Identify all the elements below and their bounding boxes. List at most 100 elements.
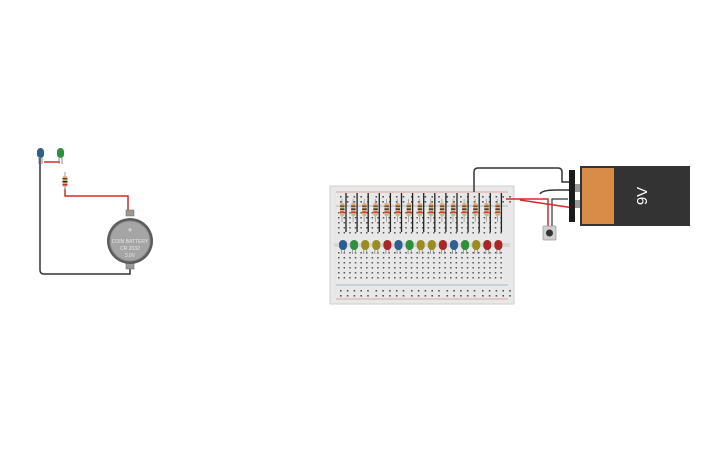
terminal-hole[interactable] (338, 232, 340, 234)
terminal-hole[interactable] (366, 232, 368, 234)
terminal-hole[interactable] (494, 267, 497, 269)
terminal-hole[interactable] (438, 222, 441, 224)
terminal-hole[interactable] (360, 252, 362, 254)
terminal-hole[interactable] (410, 227, 413, 229)
push-button[interactable] (542, 225, 557, 241)
terminal-hole[interactable] (349, 267, 351, 269)
terminal-hole[interactable] (388, 277, 390, 279)
terminal-hole[interactable] (399, 277, 402, 279)
rail-hole[interactable] (402, 290, 405, 292)
rail-hole[interactable] (411, 295, 413, 297)
breadboard-led[interactable] (372, 240, 381, 254)
terminal-hole[interactable] (377, 232, 379, 234)
terminal-hole[interactable] (399, 227, 402, 229)
rail-hole[interactable] (340, 295, 342, 297)
terminal-hole[interactable] (472, 252, 474, 254)
terminal-hole[interactable] (478, 252, 480, 254)
terminal-hole[interactable] (466, 267, 469, 269)
terminal-hole[interactable] (410, 232, 413, 234)
terminal-hole[interactable] (500, 277, 502, 279)
terminal-hole[interactable] (438, 252, 441, 254)
rail-hole[interactable] (340, 201, 342, 203)
terminal-hole[interactable] (349, 212, 351, 214)
rail-hole[interactable] (346, 201, 349, 203)
rail-hole[interactable] (488, 295, 491, 297)
breadboard[interactable] (329, 185, 515, 305)
terminal-hole[interactable] (427, 277, 430, 279)
terminal-hole[interactable] (338, 222, 340, 224)
terminal-hole[interactable] (427, 262, 430, 264)
terminal-hole[interactable] (438, 267, 441, 269)
terminal-hole[interactable] (433, 222, 435, 224)
terminal-hole[interactable] (500, 272, 502, 274)
terminal-hole[interactable] (444, 212, 446, 214)
breadboard-led[interactable] (339, 240, 347, 254)
terminal-hole[interactable] (472, 212, 474, 214)
terminal-hole[interactable] (366, 222, 368, 224)
switch-wire[interactable] (551, 198, 568, 228)
rail-hole[interactable] (446, 290, 449, 292)
terminal-hole[interactable] (427, 257, 430, 259)
rail-hole[interactable] (482, 196, 484, 198)
terminal-hole[interactable] (489, 252, 491, 254)
terminal-hole[interactable] (366, 227, 368, 229)
terminal-hole[interactable] (422, 272, 424, 274)
terminal-hole[interactable] (399, 272, 402, 274)
resistor[interactable] (428, 199, 434, 222)
terminal-hole[interactable] (405, 217, 407, 219)
terminal-hole[interactable] (366, 262, 368, 264)
terminal-hole[interactable] (466, 262, 469, 264)
breadboard-led[interactable] (483, 240, 492, 254)
rail-hole[interactable] (453, 196, 455, 198)
terminal-hole[interactable] (343, 257, 346, 259)
rail-hole[interactable] (488, 196, 491, 198)
terminal-hole[interactable] (399, 212, 402, 214)
terminal-hole[interactable] (422, 267, 424, 269)
rail-hole[interactable] (482, 201, 484, 203)
terminal-hole[interactable] (438, 212, 441, 214)
green-led-left[interactable] (57, 148, 64, 164)
terminal-hole[interactable] (416, 267, 418, 269)
rail-hole[interactable] (431, 295, 433, 297)
terminal-hole[interactable] (483, 217, 486, 219)
terminal-hole[interactable] (438, 232, 441, 234)
rail-hole[interactable] (360, 201, 362, 203)
terminal-hole[interactable] (360, 212, 362, 214)
rail-hole[interactable] (375, 201, 378, 203)
resistor[interactable] (362, 199, 367, 222)
terminal-hole[interactable] (343, 227, 346, 229)
terminal-hole[interactable] (438, 262, 441, 264)
terminal-hole[interactable] (410, 272, 413, 274)
terminal-hole[interactable] (388, 272, 390, 274)
rail-hole[interactable] (495, 290, 498, 292)
blue-led-left[interactable] (37, 148, 44, 164)
terminal-hole[interactable] (360, 217, 362, 219)
terminal-hole[interactable] (433, 267, 435, 269)
terminal-hole[interactable] (478, 232, 480, 234)
terminal-hole[interactable] (349, 257, 351, 259)
rail-hole[interactable] (411, 196, 413, 198)
terminal-hole[interactable] (360, 232, 362, 234)
rail-hole[interactable] (495, 295, 498, 297)
terminal-hole[interactable] (382, 262, 385, 264)
terminal-hole[interactable] (461, 222, 463, 224)
terminal-hole[interactable] (388, 227, 390, 229)
rail-hole[interactable] (353, 201, 356, 203)
terminal-hole[interactable] (338, 257, 340, 259)
terminal-hole[interactable] (360, 267, 362, 269)
terminal-hole[interactable] (483, 272, 486, 274)
terminal-hole[interactable] (354, 227, 357, 229)
terminal-hole[interactable] (338, 252, 340, 254)
rail-hole[interactable] (438, 295, 440, 297)
terminal-hole[interactable] (371, 272, 374, 274)
terminal-hole[interactable] (461, 277, 463, 279)
terminal-hole[interactable] (405, 222, 407, 224)
terminal-hole[interactable] (472, 257, 474, 259)
rail-hole[interactable] (424, 290, 427, 292)
terminal-hole[interactable] (444, 227, 446, 229)
terminal-hole[interactable] (494, 232, 497, 234)
terminal-hole[interactable] (450, 262, 452, 264)
rail-hole[interactable] (402, 201, 405, 203)
rail-hole[interactable] (482, 290, 484, 292)
rail-hole[interactable] (360, 196, 362, 198)
